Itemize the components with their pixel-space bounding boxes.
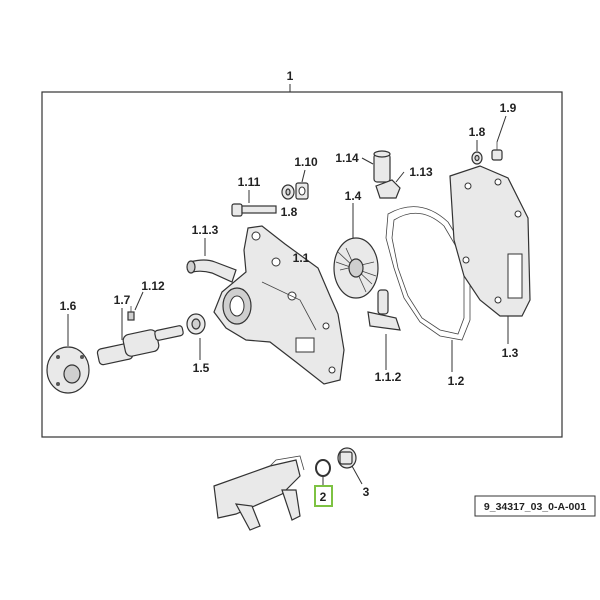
bearing-part[interactable] [186, 313, 206, 335]
label-1: 1 [287, 69, 294, 83]
flange-part[interactable] [46, 346, 90, 394]
label-1-2: 1.2 [448, 374, 465, 388]
pump-housing-part[interactable] [213, 225, 345, 385]
label-1-11: 1.11 [238, 175, 261, 189]
label-1-6: 1.6 [60, 299, 77, 313]
elbow-hose-part[interactable] [186, 259, 237, 283]
impeller-part[interactable] [333, 237, 379, 299]
small-screw-part[interactable] [127, 306, 135, 321]
pipe-part[interactable] [367, 289, 401, 331]
label-1-3: 1.3 [502, 346, 519, 360]
label-1-8: 1.8 [281, 205, 298, 219]
label-1-14: 1.14 [335, 151, 359, 165]
cover-plate-part[interactable] [449, 165, 531, 317]
assembly-frame [41, 91, 563, 438]
top-washer-part[interactable] [471, 151, 483, 165]
label-1-10: 1.10 [294, 155, 318, 169]
label-1-12: 1.12 [141, 279, 165, 293]
label-3: 3 [363, 485, 370, 499]
sleeve-part[interactable] [373, 150, 391, 183]
label-1-4: 1.4 [345, 189, 362, 203]
label-2: 2 [320, 490, 327, 504]
elbow-fitting-part[interactable] [375, 179, 401, 199]
label-1-1: 1.1 [293, 251, 310, 265]
bolt-part[interactable] [231, 203, 277, 217]
gasket-part[interactable] [385, 206, 471, 341]
reference-code-box [474, 495, 596, 517]
highlight-box [314, 485, 333, 507]
label-1-1-2: 1.1.2 [375, 370, 402, 384]
label-1-1-3: 1.1.3 [192, 223, 219, 237]
seal-ring-part[interactable] [315, 459, 331, 477]
label-1-9: 1.9 [500, 101, 517, 115]
shaft-part[interactable] [96, 325, 184, 366]
label-1-8-top: 1.8 [469, 125, 486, 139]
top-bolt-part[interactable] [491, 142, 503, 161]
plug-part[interactable] [337, 447, 357, 469]
manifold-part[interactable] [213, 455, 305, 531]
washer-nut-part[interactable] [281, 182, 309, 200]
reference-code: 9_34317_03_0-A-001 [484, 501, 586, 513]
label-1-7: 1.7 [114, 293, 131, 307]
label-1-5: 1.5 [193, 361, 210, 375]
label-1-13: 1.13 [409, 165, 433, 179]
